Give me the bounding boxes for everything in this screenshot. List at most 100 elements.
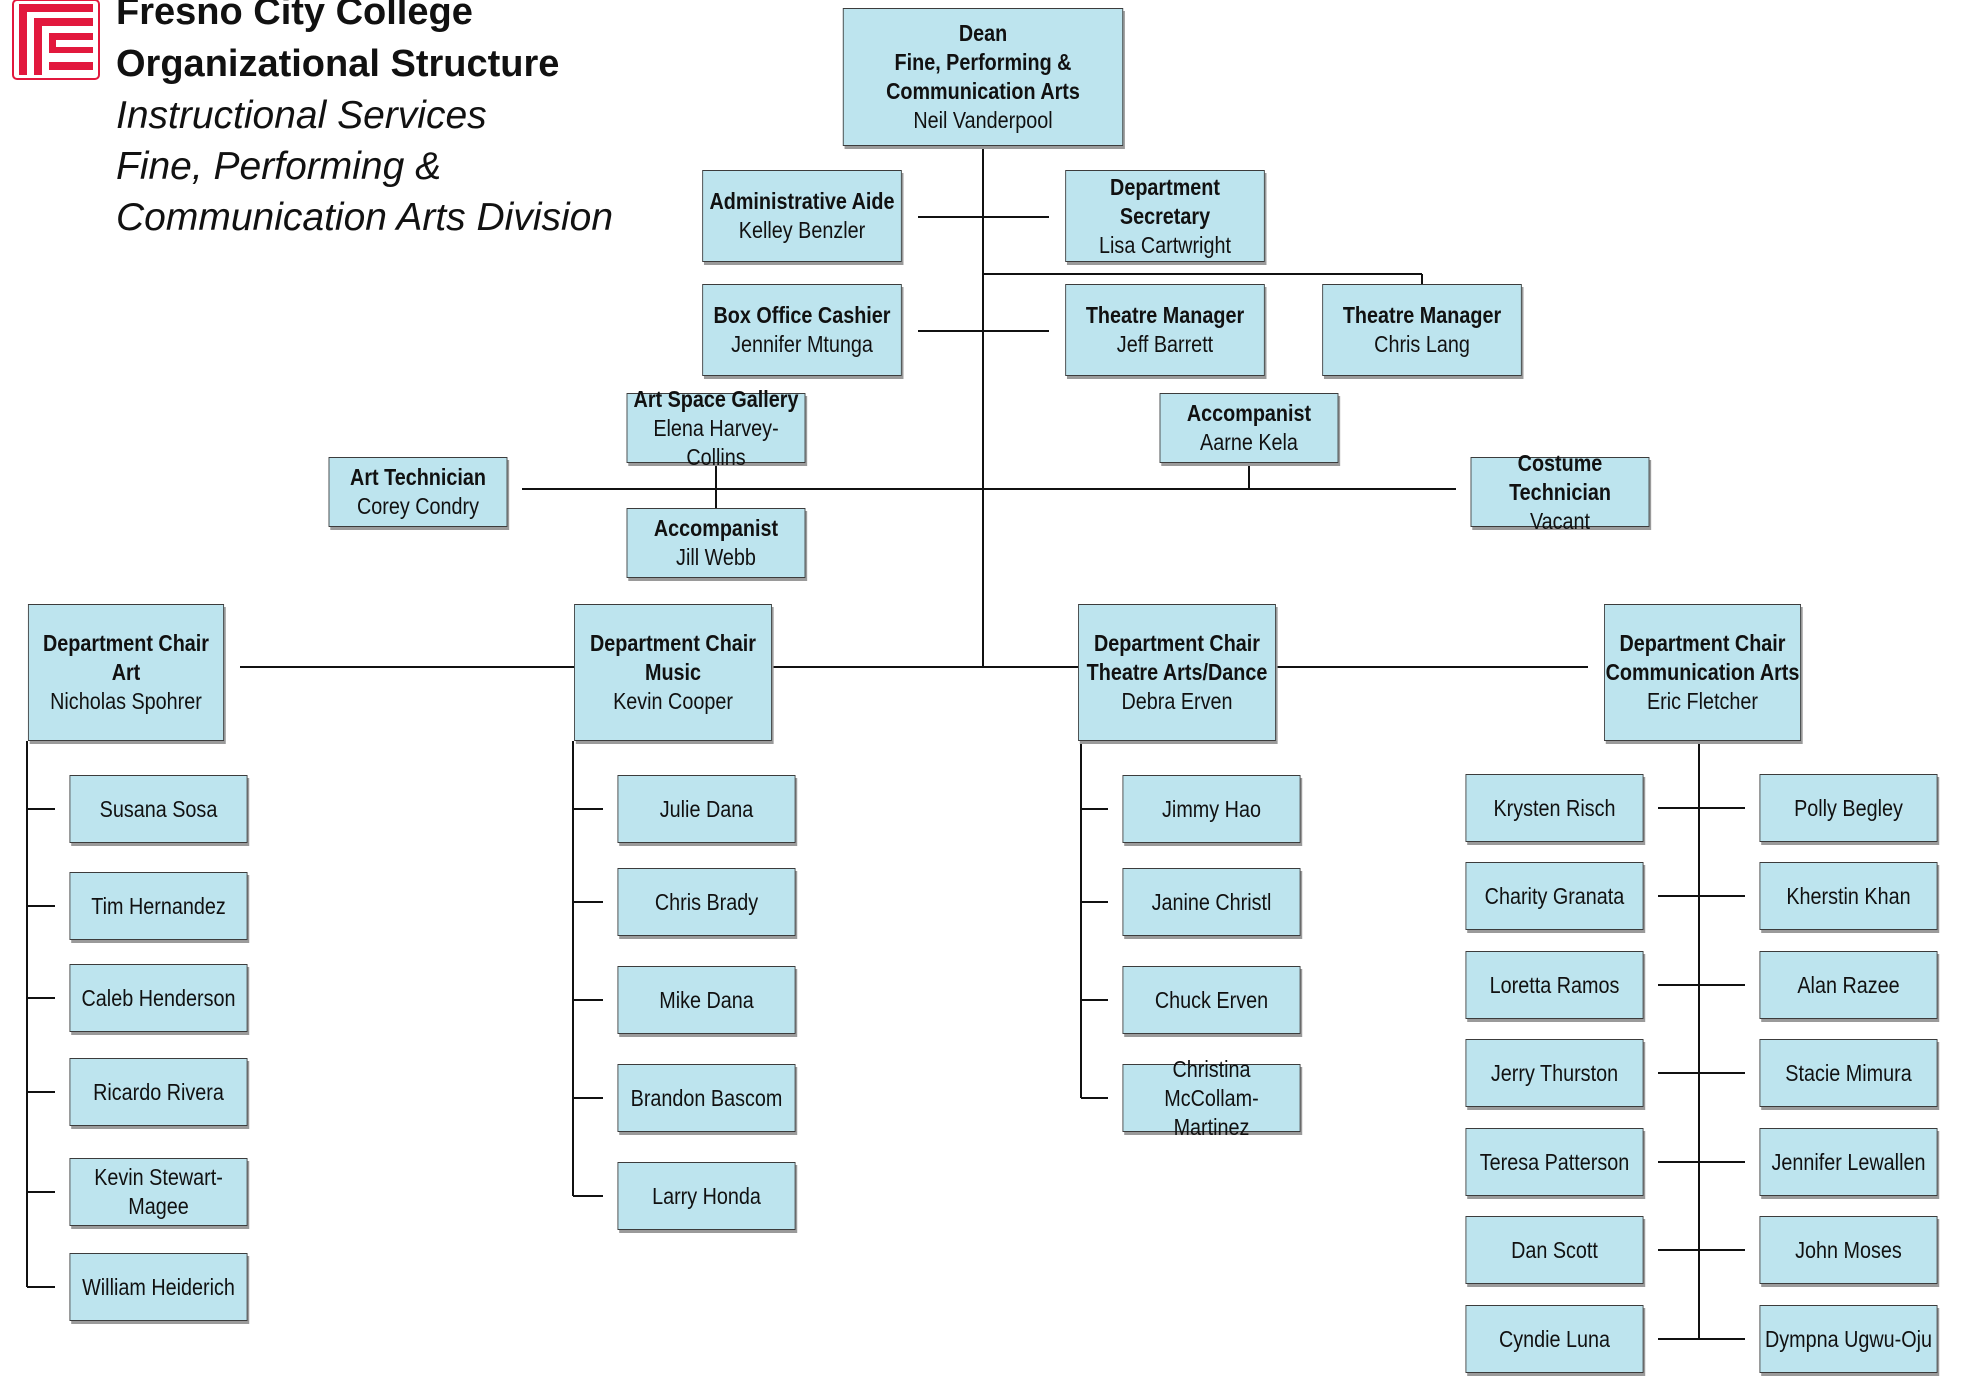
- person-name: Jeff Barrett: [1116, 331, 1214, 357]
- position-title: Theatre Manager: [1342, 302, 1502, 328]
- person-name: Alan Razee: [1797, 971, 1900, 998]
- department-name: Theatre Arts/Dance: [1086, 659, 1268, 685]
- faculty-member-box: Polly Begley: [1759, 774, 1938, 842]
- person-name: Lisa Cartwright: [1099, 231, 1231, 258]
- person-name: Mike Dana: [659, 986, 754, 1013]
- person-name-line1: Christina McCollam-: [1164, 1055, 1259, 1111]
- person-name: Jennifer Mtunga: [731, 331, 873, 357]
- theatre-manager-barrett-box: Theatre Manager Jeff Barrett: [1065, 284, 1265, 376]
- department-name: Music: [644, 659, 702, 685]
- person-name: Eric Fletcher: [1646, 688, 1759, 714]
- person-name: Debra Erven: [1121, 688, 1233, 714]
- faculty-member-box: Alan Razee: [1759, 951, 1938, 1019]
- person-name: Jill Webb: [676, 544, 756, 570]
- art-technician-box: Art Technician Corey Condry: [328, 457, 508, 527]
- subtitle-division-line2: Communication Arts Division: [116, 196, 614, 239]
- person-name: Susana Sosa: [99, 795, 218, 822]
- accompanist-webb-box: Accompanist Jill Webb: [626, 508, 806, 578]
- faculty-member-box: Mike Dana: [617, 966, 796, 1034]
- person-name: Brandon Bascom: [630, 1084, 783, 1111]
- person-name: Chris Brady: [654, 888, 759, 915]
- person-name: William Heiderich: [82, 1273, 235, 1300]
- department-name: Art: [111, 659, 141, 685]
- chart-header: Fresno City College Organizational Struc…: [116, 0, 636, 243]
- dean-title: Dean: [958, 20, 1008, 46]
- person-name: Jimmy Hao: [1162, 795, 1261, 822]
- person-name: John Moses: [1795, 1236, 1902, 1263]
- person-name: Tim Hernandez: [91, 892, 226, 919]
- faculty-member-box: Krysten Risch: [1465, 774, 1644, 842]
- person-name: Krysten Risch: [1493, 794, 1616, 821]
- position-title: Box Office Cashier: [713, 302, 891, 328]
- dean-division-line1: Fine, Performing &: [894, 49, 1072, 75]
- faculty-member-box: Larry Honda: [617, 1162, 796, 1230]
- faculty-member-box: Christina McCollam- Martinez: [1122, 1056, 1301, 1140]
- person-name: Chuck Erven: [1154, 986, 1269, 1013]
- faculty-member-box: Brandon Bascom: [617, 1064, 796, 1132]
- person-name: Vacant: [1529, 507, 1591, 534]
- subtitle-area: Instructional Services: [116, 94, 487, 137]
- faculty-member-box: Jimmy Hao: [1122, 775, 1301, 843]
- faculty-member-box: Kherstin Khan: [1759, 862, 1938, 930]
- faculty-member-box: Dan Scott: [1465, 1216, 1644, 1284]
- person-name: Teresa Patterson: [1479, 1148, 1630, 1175]
- person-name: Julie Dana: [659, 795, 754, 822]
- person-name: Cyndie Luna: [1498, 1325, 1611, 1352]
- dean-division-line2: Communication Arts: [886, 78, 1080, 104]
- person-name: Chris Lang: [1374, 331, 1470, 357]
- position-title: Department Secretary: [1110, 173, 1220, 229]
- position-title: Accompanist: [1186, 400, 1312, 426]
- position-title: Costume Technician: [1509, 449, 1611, 505]
- dean-name: Neil Vanderpool: [913, 107, 1053, 133]
- position-title: Department Chair: [43, 630, 209, 656]
- position-title: Theatre Manager: [1085, 302, 1245, 328]
- accompanist-kela-box: Accompanist Aarne Kela: [1159, 393, 1339, 463]
- fcc-logo-icon: [12, 0, 100, 80]
- person-name: Kevin Stewart-Magee: [94, 1164, 223, 1219]
- subtitle-division-line1: Fine, Performing &: [116, 145, 442, 188]
- faculty-member-box: Janine Christl: [1122, 868, 1301, 936]
- position-title: Department Chair: [590, 630, 756, 656]
- art-space-gallery-box: Art Space Gallery Elena Harvey-Collins: [626, 386, 806, 470]
- box-office-cashier-box: Box Office Cashier Jennifer Mtunga: [702, 284, 902, 376]
- department-name: Communication Arts: [1605, 659, 1800, 685]
- faculty-member-box: Julie Dana: [617, 775, 796, 843]
- theatre-manager-lang-box: Theatre Manager Chris Lang: [1322, 284, 1522, 376]
- faculty-member-box: Loretta Ramos: [1465, 951, 1644, 1019]
- person-name: Corey Condry: [356, 493, 480, 519]
- position-title: Administrative Aide: [709, 188, 895, 214]
- person-name: Dympna Ugwu-Oju: [1764, 1325, 1933, 1352]
- admin-aide-box: Administrative Aide Kelley Benzler: [702, 170, 902, 262]
- chart-title: Organizational Structure: [116, 43, 560, 85]
- faculty-member-box: Jerry Thurston: [1465, 1039, 1644, 1107]
- faculty-member-box: Tim Hernandez: [69, 872, 248, 940]
- faculty-member-box: Teresa Patterson: [1465, 1128, 1644, 1196]
- faculty-member-box: Jennifer Lewallen: [1759, 1128, 1938, 1196]
- position-title: Accompanist: [653, 515, 779, 541]
- faculty-member-box: Cyndie Luna: [1465, 1305, 1644, 1373]
- person-name: Dan Scott: [1511, 1236, 1598, 1263]
- faculty-member-box: Susana Sosa: [69, 775, 248, 843]
- person-name: Polly Begley: [1794, 794, 1903, 821]
- department-chair-art-box: Department Chair Art Nicholas Spohrer: [27, 604, 225, 741]
- person-name: Loretta Ramos: [1489, 971, 1620, 998]
- faculty-member-box: Chuck Erven: [1122, 966, 1301, 1034]
- person-name: Ricardo Rivera: [93, 1078, 224, 1105]
- college-name: Fresno City College: [116, 0, 473, 33]
- person-name: Jennifer Lewallen: [1771, 1148, 1926, 1175]
- person-name-line2: Martinez: [1173, 1113, 1250, 1140]
- department-chair-music-box: Department Chair Music Kevin Cooper: [574, 604, 772, 741]
- department-chair-theatre-box: Department Chair Theatre Arts/Dance Debr…: [1078, 604, 1276, 741]
- department-chair-communication-box: Department Chair Communication Arts Eric…: [1604, 604, 1801, 741]
- person-name: Larry Honda: [652, 1182, 761, 1209]
- faculty-member-box: Kevin Stewart-Magee: [69, 1158, 248, 1226]
- person-name: Stacie Mimura: [1785, 1059, 1912, 1086]
- faculty-member-box: John Moses: [1759, 1216, 1938, 1284]
- person-name: Kevin Cooper: [613, 688, 733, 714]
- person-name: Caleb Henderson: [81, 984, 236, 1011]
- position-title: Department Chair: [1619, 630, 1786, 656]
- person-name: Kelley Benzler: [738, 217, 866, 243]
- faculty-member-box: Chris Brady: [617, 868, 796, 936]
- person-name: Nicholas Spohrer: [50, 688, 202, 714]
